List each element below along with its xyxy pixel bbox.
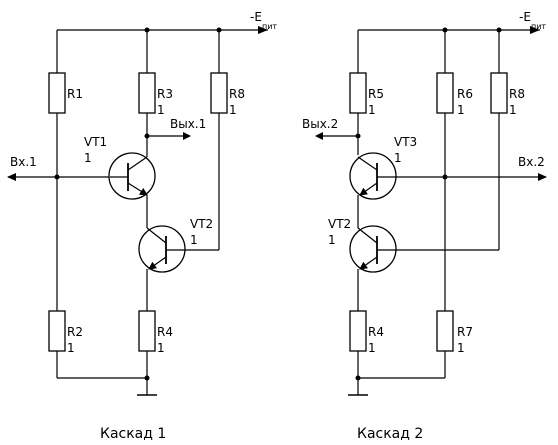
transistor-vt3 (349, 152, 546, 200)
r6-value: 1 (457, 103, 465, 117)
vt2-value-1: 1 (190, 233, 198, 247)
vt1-label: VT1 (84, 135, 107, 149)
r6-label: R6 (457, 87, 473, 101)
svg-text:пит: пит (262, 22, 277, 31)
cascade-1: -E пит R1 R2 1 Вх.1 R3 1 Вых.1 (7, 10, 277, 442)
junction-dot (54, 174, 60, 180)
resistor-r4-cascade-2 (349, 310, 367, 352)
r7-value: 1 (457, 341, 465, 355)
transistor-vt1 (108, 152, 156, 200)
r4-label-1: R4 (157, 325, 173, 339)
input-arrow-2 (538, 173, 547, 181)
transistor-vt2-cascade-2 (349, 225, 499, 273)
output-label-1: Вых.1 (170, 117, 206, 131)
vt3-value: 1 (394, 151, 402, 165)
r2-label: R2 (67, 325, 83, 339)
svg-text:-E: -E (519, 10, 531, 24)
supply-label-1: -E пит (250, 10, 277, 31)
input-label-2: Вх.2 (518, 155, 545, 169)
junction-dot (144, 375, 150, 381)
r8-value-2: 1 (509, 103, 517, 117)
vt2-value-2: 1 (328, 233, 336, 247)
r8-value-1: 1 (229, 103, 237, 117)
input-label-1: Вх.1 (10, 155, 37, 169)
transistor-vt2 (138, 225, 219, 273)
resistor-r1 (48, 72, 66, 114)
resistor-r3 (138, 72, 156, 114)
r4-value-2: 1 (368, 341, 376, 355)
svg-text:-E: -E (250, 10, 262, 24)
supply-label-2: -E пит (519, 10, 546, 31)
r1-label: R1 (67, 87, 83, 101)
r7-label: R7 (457, 325, 473, 339)
resistor-r2 (48, 310, 66, 352)
input-arrow-1 (7, 173, 16, 181)
r4-value-1: 1 (157, 341, 165, 355)
r3-label: R3 (157, 87, 173, 101)
cascade-2: -E пит R5 1 Вых.2 VT3 1 Вх.2 (302, 10, 547, 442)
supply-arrow-1 (258, 26, 268, 34)
resistor-r5 (349, 72, 367, 114)
vt3-label: VT3 (394, 135, 417, 149)
output-label-2: Вых.2 (302, 117, 338, 131)
resistor-r4 (138, 310, 156, 352)
caption-cascade-1: Каскад 1 (100, 426, 166, 442)
resistor-r6 (436, 72, 454, 114)
supply-arrow-2 (530, 26, 540, 34)
svg-text:пит: пит (531, 22, 546, 31)
vt2-label-2: VT2 (328, 217, 351, 231)
r5-label: R5 (368, 87, 384, 101)
resistor-r7 (436, 310, 454, 352)
r8-label-2: R8 (509, 87, 525, 101)
r3-value: 1 (157, 103, 165, 117)
resistor-r8-cascade-2 (490, 72, 508, 114)
r2-value: 1 (67, 341, 75, 355)
r4-label-2: R4 (368, 325, 384, 339)
vt2-label-1: VT2 (190, 217, 213, 231)
resistor-r8 (210, 72, 228, 114)
r5-value: 1 (368, 103, 376, 117)
r8-label-1: R8 (229, 87, 245, 101)
caption-cascade-2: Каскад 2 (357, 426, 423, 442)
vt1-value: 1 (84, 151, 92, 165)
